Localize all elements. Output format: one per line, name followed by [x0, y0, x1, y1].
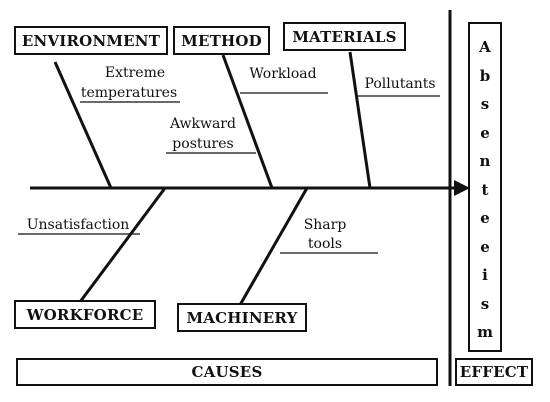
- method-bone: [221, 54, 274, 189]
- category-workforce: WORKFORCE: [14, 300, 156, 329]
- cause-extreme-line1: Extreme: [104, 65, 166, 81]
- cause-workload: Workload: [249, 66, 317, 82]
- effect-letter: A: [479, 38, 491, 56]
- cause-extreme-line2: temperatures: [80, 85, 178, 101]
- cause-awkward-line1: Awkward: [170, 116, 236, 132]
- effect-letter: b: [479, 66, 491, 85]
- cause-unsatisfaction: Unsatisfaction: [26, 217, 130, 233]
- effect-letter: m: [477, 323, 493, 341]
- workforce-bone: [78, 187, 167, 303]
- category-method: METHOD: [173, 26, 270, 55]
- effect-letter: s: [480, 95, 490, 113]
- category-machinery: MACHINERY: [177, 303, 307, 332]
- effect-letter: t: [481, 180, 489, 199]
- effect-letter: i: [482, 266, 488, 284]
- causes-footer: CAUSES: [16, 358, 438, 386]
- effect-letter: e: [480, 237, 490, 256]
- cause-pollutants: Pollutants: [364, 76, 436, 92]
- effect-letter: s: [480, 294, 490, 313]
- materials-bone: [348, 51, 372, 189]
- spine-arrowhead: [454, 180, 470, 196]
- environment-bone: [53, 61, 113, 189]
- category-environment: ENVIRONMENT: [14, 26, 168, 55]
- effect-letter: e: [480, 209, 490, 227]
- effect-footer: EFFECT: [455, 358, 533, 386]
- cause-sharp-line2: tools: [307, 236, 343, 252]
- category-materials: MATERIALS: [283, 22, 406, 51]
- cause-sharp-line1: Sharp: [303, 217, 347, 233]
- machinery-bone: [238, 187, 309, 306]
- effect-letter: e: [480, 123, 490, 142]
- cause-awkward-line2: postures: [172, 136, 234, 152]
- effect-letter: n: [479, 152, 491, 170]
